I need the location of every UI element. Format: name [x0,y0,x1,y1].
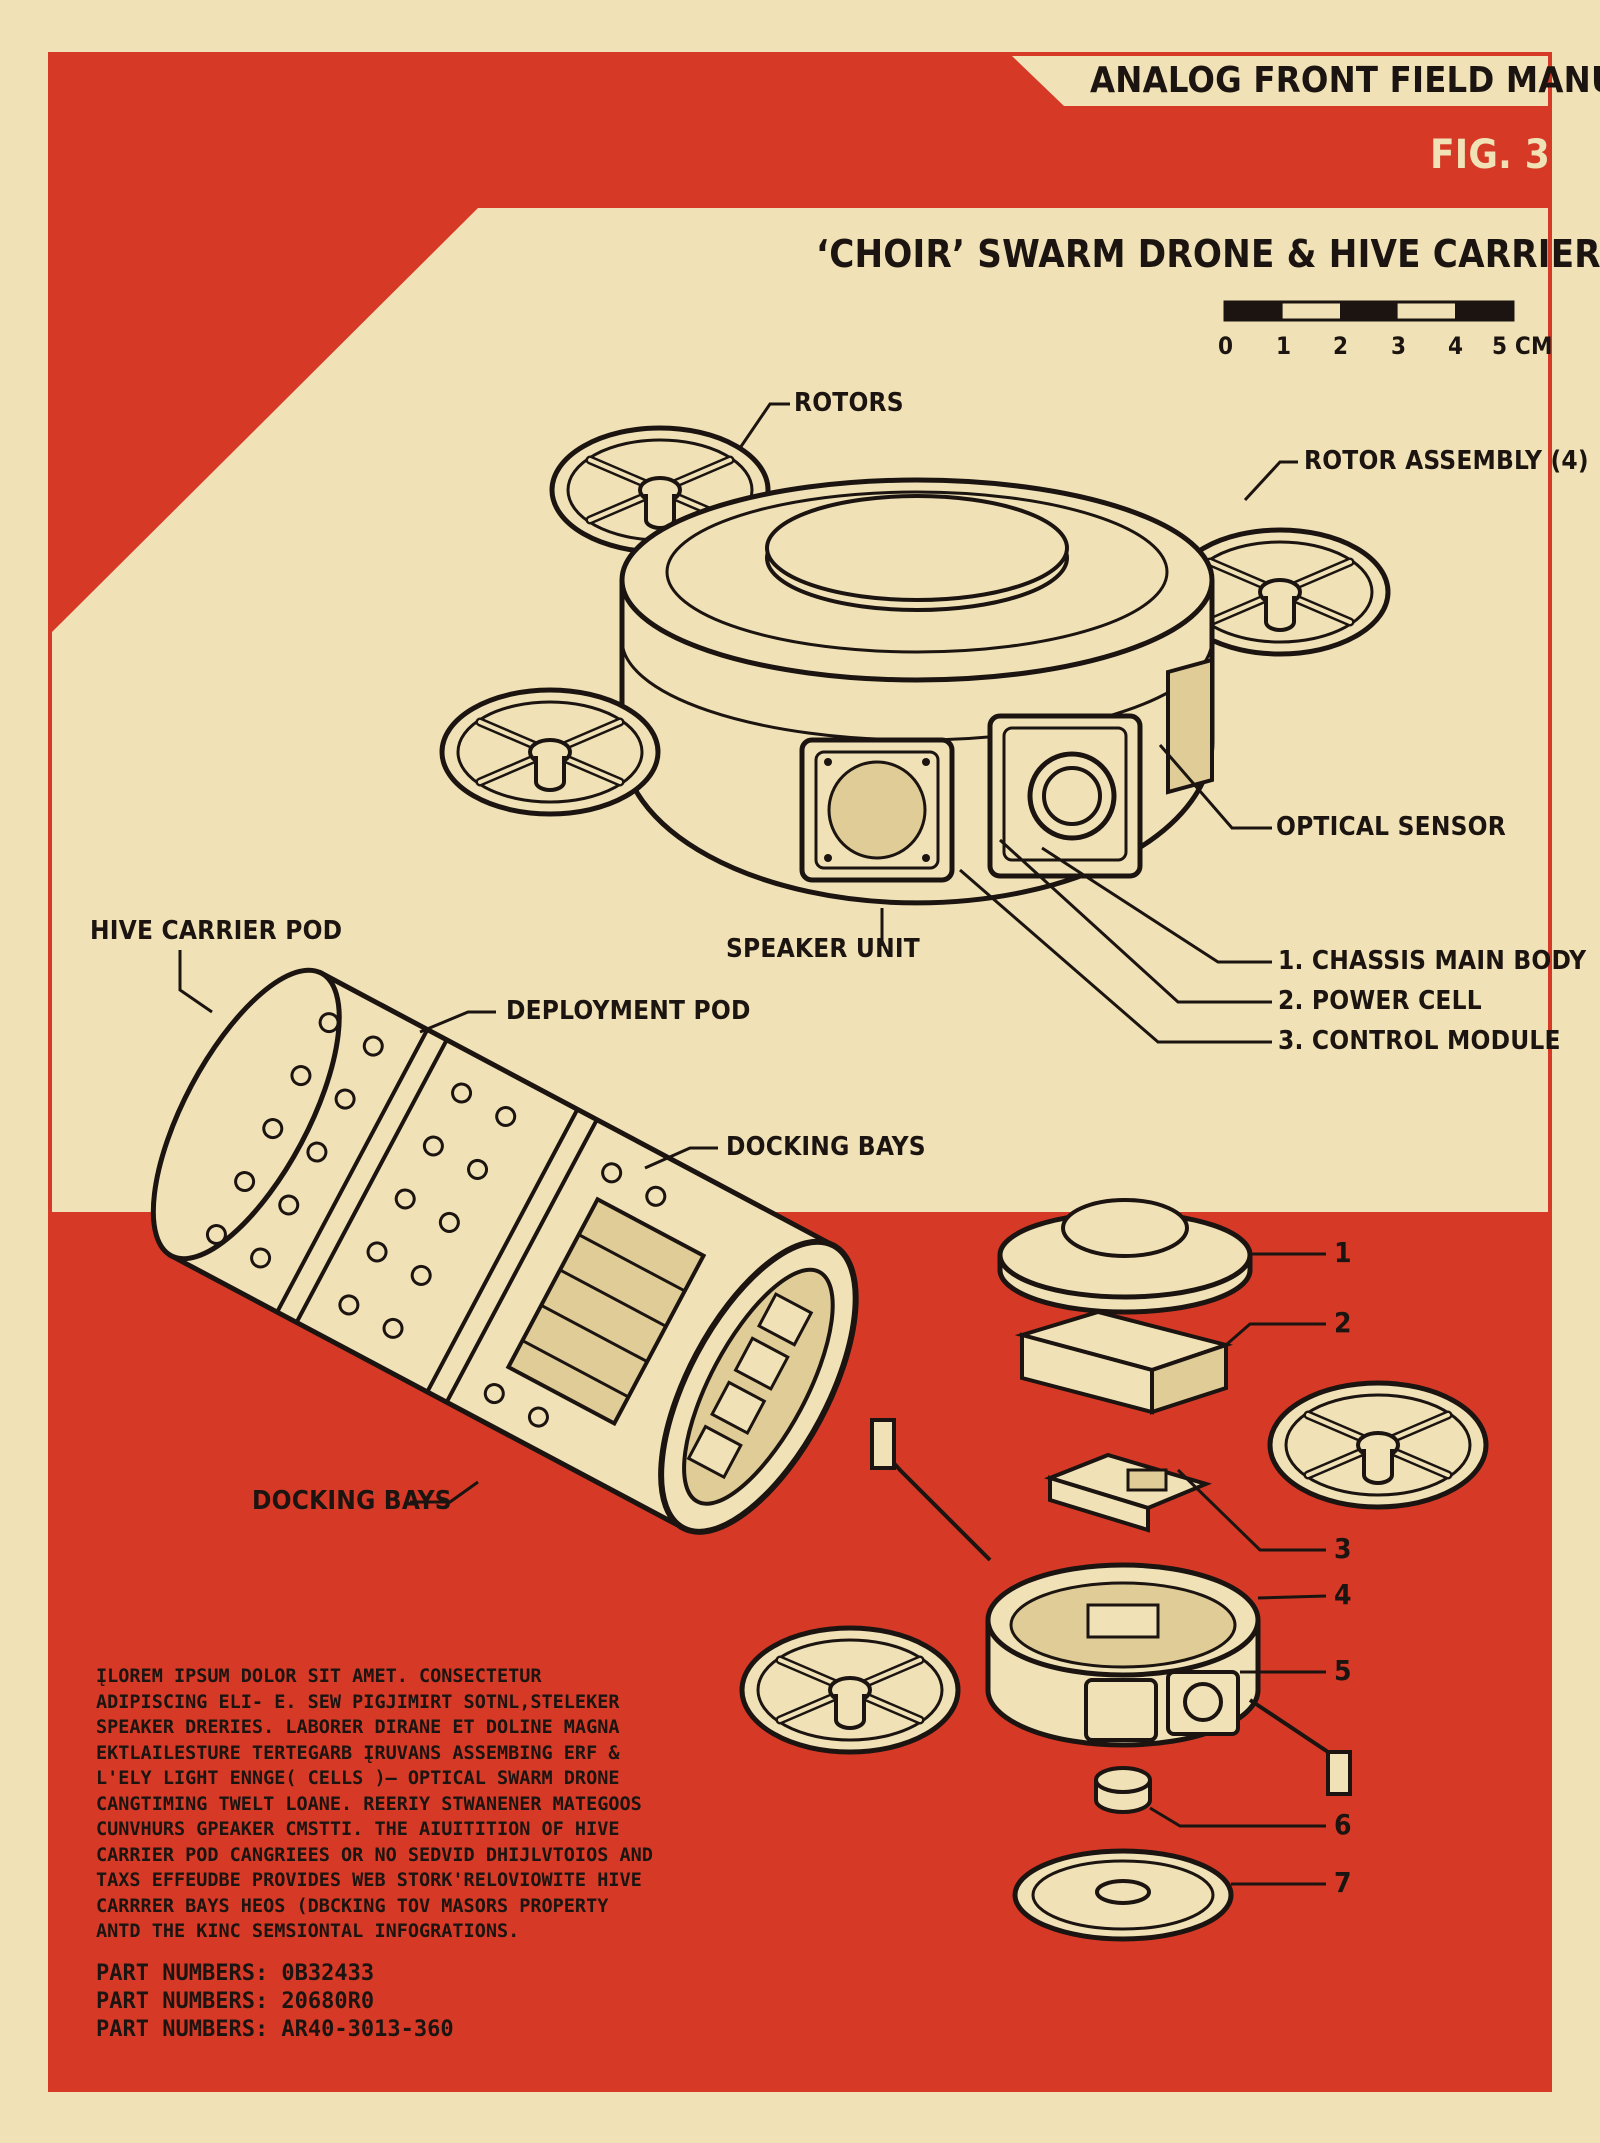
scale-tick: 5 CM [1492,332,1553,360]
callout-1: 1 [1334,1236,1352,1269]
label-chassis-main-body: 1. CHASSIS MAIN BODY [1278,946,1587,976]
label-docking-bays-bottom: DOCKING BAYS [252,1486,452,1516]
label-hive-carrier-pod: HIVE CARRIER POD [90,916,343,946]
callout-6: 6 [1334,1808,1352,1841]
label-speaker-unit: SPEAKER UNIT [726,934,920,964]
scale-tick: 0 [1218,332,1234,360]
label-docking-bays-top: DOCKING BAYS [726,1132,926,1162]
label-deployment-pod: DEPLOYMENT POD [506,996,751,1026]
callout-4: 4 [1334,1578,1352,1611]
manual-series-title: ANALOG FRONT FIELD MANUALS [1090,60,1600,101]
scale-tick: 4 [1448,332,1464,360]
figure-number: FIG. 3 [1430,132,1550,178]
label-rotors: ROTORS [794,388,904,418]
hive-carrier-pod [150,967,859,1535]
label-control-module: 3. CONTROL MODULE [1278,1026,1561,1056]
scale-tick: 3 [1391,332,1407,360]
label-power-cell: 2. POWER CELL [1278,986,1482,1016]
part-number: PART NUMBERS: 0B32433 [96,1961,375,1986]
part-numbers-list: PART NUMBERS: 0B32433 PART NUMBERS: 2068… [96,1960,454,2044]
drone-exploded [742,1198,1486,1942]
page-title: ‘CHOIR’ SWARM DRONE & HIVE CARRIER POD [816,232,1600,276]
callout-3: 3 [1334,1532,1352,1565]
part-number: PART NUMBERS: 20680R0 [96,1989,375,2014]
part-number: PART NUMBERS: AR40-3013-360 [96,2017,454,2042]
label-optical-sensor: OPTICAL SENSOR [1276,812,1506,842]
leader-lines [178,402,1327,1886]
scale-tick: 2 [1333,332,1349,360]
callout-2: 2 [1334,1306,1352,1339]
drone-assembled [442,428,1388,906]
description-paragraph: ĮLOREM IPSUM DOLOR SIT AMET. CONSECTETUR… [96,1666,653,1942]
callout-7: 7 [1334,1866,1352,1899]
callout-5: 5 [1334,1654,1352,1687]
scale-bar [1223,300,1515,322]
label-rotor-assembly: ROTOR ASSEMBLY (4) [1304,446,1589,476]
scale-tick: 1 [1276,332,1292,360]
header-tab [1012,56,1548,106]
